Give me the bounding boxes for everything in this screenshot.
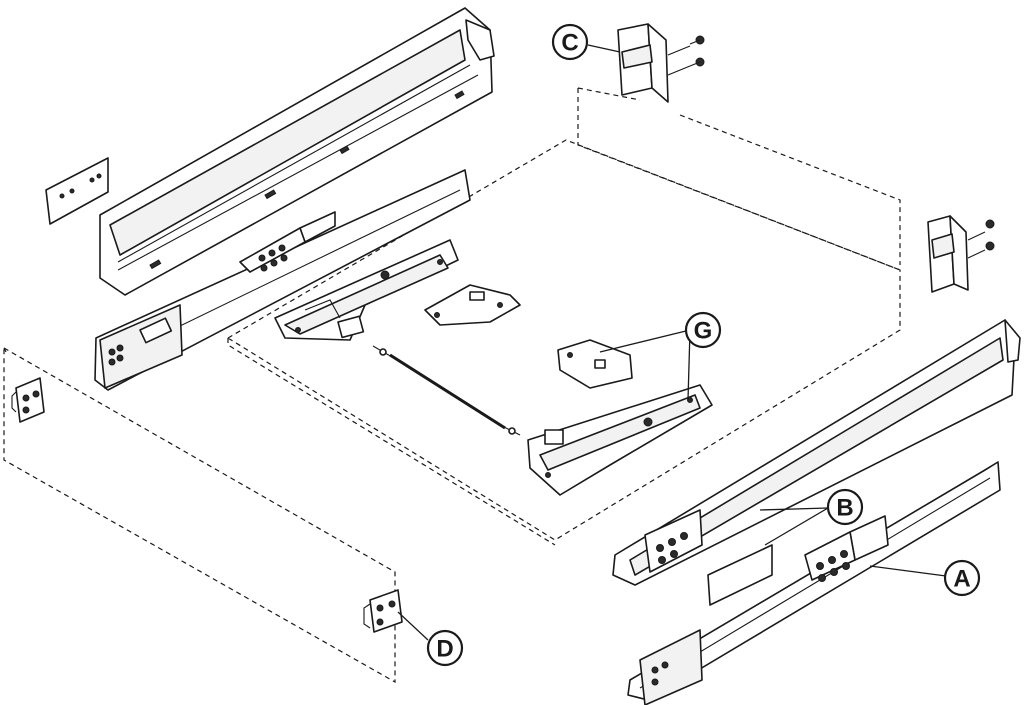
screw-icon [985,219,995,229]
screw-icon [985,241,995,251]
right-drawer-side-profile [612,319,1021,586]
front-fixing-bracket-d [363,589,403,633]
callout-a: A [943,559,981,597]
synchronisation-rod [372,345,521,436]
callout-g: G [684,311,722,349]
left-drawer-side-profile [99,7,495,296]
right-mounting-plate [557,339,633,389]
drawer-bottom-outline [226,139,901,546]
rear-fixing-bracket-right [927,215,995,293]
drawer-front-panel-outline [3,346,396,684]
callout-d: D [426,629,464,667]
front-fixing-bracket-left [11,377,45,423]
right-runner-rail [627,461,1001,705]
callout-c-label: C [561,30,578,57]
callout-b-label: B [836,495,853,522]
left-runner-rail [94,169,471,391]
side-label-plate [707,544,773,606]
right-rail-holes [816,550,850,582]
screw-icon [689,35,705,45]
callout-d-label: D [436,636,453,663]
callout-g-label: G [694,318,713,345]
right-synchronising-unit [527,384,713,496]
left-synchronising-unit [274,239,459,341]
middle-mounting-plate [424,284,521,326]
callout-b: B [826,488,864,526]
screw-icon [689,57,705,67]
left-rail-holes [258,244,288,272]
rear-fixing-bracket-top [617,23,705,103]
drawer-back-outline [577,87,901,271]
front-bracket-plate [45,157,109,225]
callout-c: C [551,23,589,61]
leader-lines [397,44,947,641]
callout-a-label: A [953,566,970,593]
